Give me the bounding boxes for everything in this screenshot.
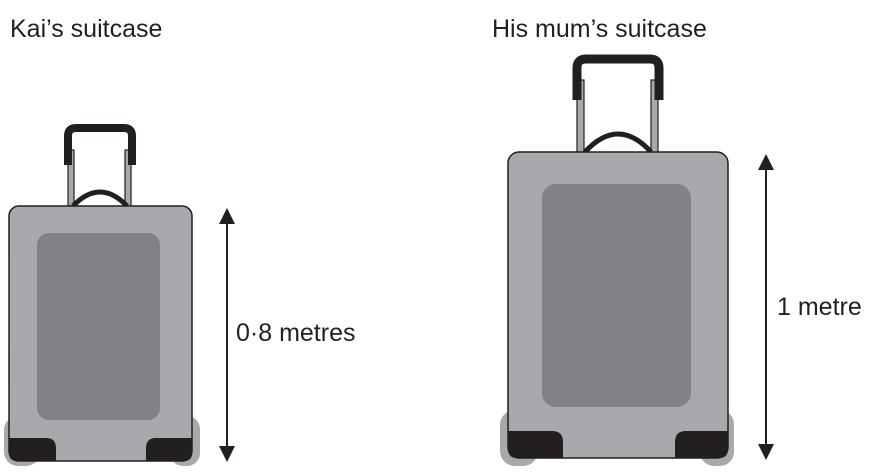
kai-handle-grip [68, 128, 132, 165]
mum-handle-grip [577, 59, 659, 100]
mum-suitcase [500, 59, 734, 466]
kai-corner-guard-right [146, 438, 192, 461]
mum-corner-guard-right [675, 431, 728, 458]
mum-corner-guard-left [508, 431, 563, 458]
kai-corner-guard-left [9, 438, 56, 461]
mum-carry-handle [585, 134, 651, 152]
mum-front-panel [542, 184, 691, 407]
kai-carry-handle [73, 192, 127, 206]
kai-front-panel [37, 233, 160, 420]
mum-height-label: 1 metre [777, 292, 862, 322]
kai-suitcase [4, 128, 200, 466]
kai-height-label: 0·8 metres [236, 318, 355, 348]
